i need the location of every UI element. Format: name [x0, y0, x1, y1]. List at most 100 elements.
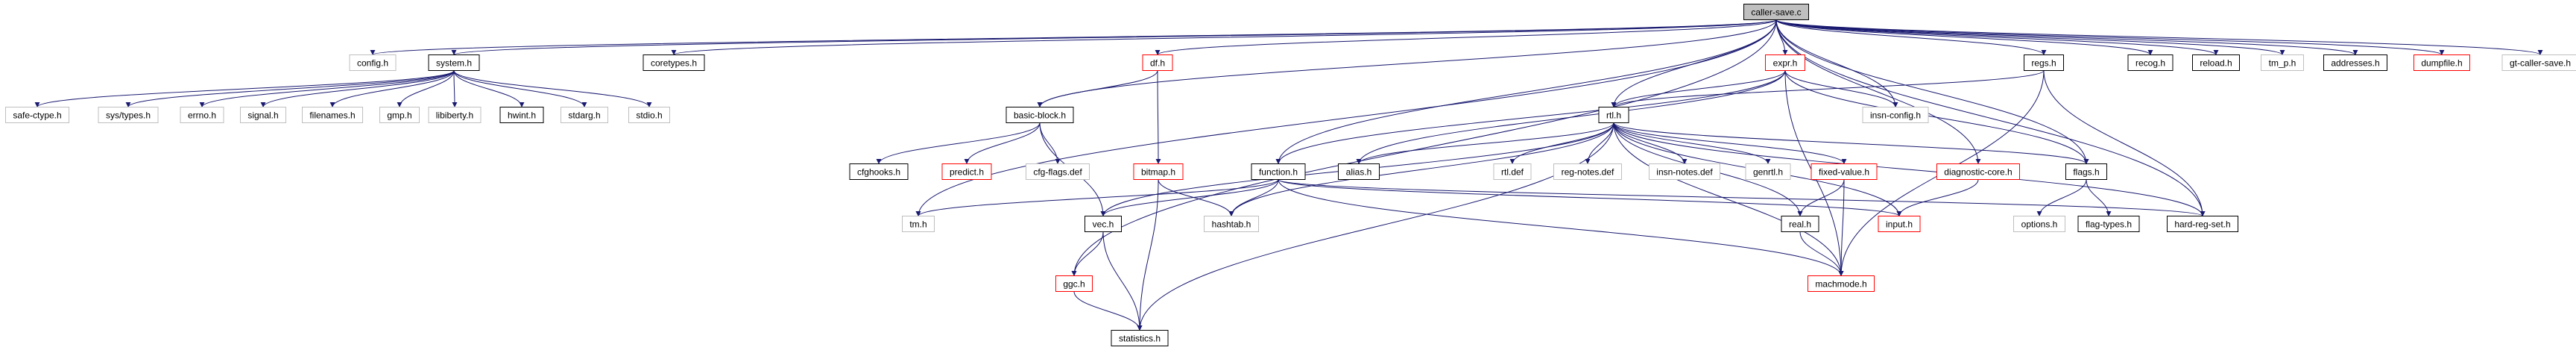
node-libiberty-box: [428, 107, 482, 123]
edge-real-to-machmode: [1799, 231, 1844, 276]
node-predict-label: predict.h: [950, 167, 984, 178]
node-diagnostic-core[interactable]: diagnostic-core.h: [1936, 163, 2020, 180]
node-function[interactable]: function.h: [1251, 163, 1306, 180]
node-addresses-box: [2323, 54, 2387, 71]
node-libiberty-label: libiberty.h: [436, 110, 473, 121]
node-flags[interactable]: flags.h: [2065, 163, 2107, 180]
node-gt-caller-save[interactable]: gt-caller-save.h: [2501, 54, 2576, 71]
node-ggc[interactable]: ggc.h: [1055, 275, 1093, 292]
node-gmp[interactable]: gmp.h: [379, 107, 420, 123]
node-errno[interactable]: errno.h: [180, 107, 224, 123]
node-flag-types[interactable]: flag-types.h: [2077, 216, 2140, 232]
node-signal[interactable]: signal.h: [240, 107, 286, 123]
node-expr[interactable]: expr.h: [1765, 54, 1805, 71]
node-insn-config-label: insn-config.h: [1870, 110, 1921, 121]
dependency-edge: [1071, 19, 1777, 276]
node-config[interactable]: config.h: [349, 54, 397, 71]
node-cfg-flags[interactable]: cfg-flags.def: [1026, 163, 1090, 180]
edge-caller-save-to-dumpfile: [1775, 19, 2445, 55]
node-tm_p[interactable]: tm_p.h: [2261, 54, 2304, 71]
dependency-edge: [260, 70, 455, 107]
node-coretypes[interactable]: coretypes.h: [643, 54, 705, 71]
node-fixed-value[interactable]: fixed-value.h: [1811, 163, 1878, 180]
node-cfghooks-label: cfghooks.h: [857, 167, 900, 178]
node-df[interactable]: df.h: [1142, 54, 1173, 71]
edge-caller-save-to-regs: [1775, 19, 2047, 55]
dependency-edge: [1275, 70, 1786, 164]
node-addresses[interactable]: addresses.h: [2323, 54, 2387, 71]
dependency-edge: [2043, 70, 2206, 216]
node-insn-notes[interactable]: insn-notes.def: [1649, 163, 1720, 180]
node-hwint[interactable]: hwint.h: [499, 107, 544, 123]
node-tm[interactable]: tm.h: [902, 216, 935, 232]
dependency-edge: [876, 122, 1041, 164]
edge-flags-to-flag-types: [2086, 179, 2112, 216]
node-real-label: real.h: [1789, 219, 1811, 230]
node-fixed-value-box: [1811, 163, 1878, 180]
node-bitmap[interactable]: bitmap.h: [1133, 163, 1184, 180]
edge-system-to-stdarg: [453, 70, 587, 107]
node-tm-box: [902, 216, 935, 232]
edge-system-to-errno: [199, 70, 455, 107]
node-hard-reg-set-label: hard-reg-set.h: [2174, 219, 2230, 230]
node-filenames[interactable]: filenames.h: [302, 107, 363, 123]
node-dumpfile[interactable]: dumpfile.h: [2414, 54, 2470, 71]
node-reg-notes[interactable]: reg-notes.def: [1553, 163, 1622, 180]
node-recog-label: recog.h: [2135, 58, 2165, 69]
edge-regs-to-rtl: [1611, 70, 2045, 107]
edge-rtl-to-alias: [1356, 122, 1614, 164]
node-reload[interactable]: reload.h: [2192, 54, 2240, 71]
node-safe-ctype[interactable]: safe-ctype.h: [5, 107, 69, 123]
node-libiberty[interactable]: libiberty.h: [428, 107, 482, 123]
node-real[interactable]: real.h: [1781, 216, 1819, 232]
node-sys-types[interactable]: sys/types.h: [98, 107, 159, 123]
node-machmode[interactable]: machmode.h: [1808, 275, 1875, 292]
edge-expr-to-flags: [1784, 70, 2089, 164]
dependency-edge: [125, 70, 455, 107]
node-rtl[interactable]: rtl.h: [1598, 107, 1629, 123]
edge-function-to-hashtab: [1228, 179, 1279, 216]
node-rtl-def[interactable]: rtl.def: [1493, 163, 1532, 180]
node-gmp-box: [379, 107, 420, 123]
dependency-edge: [1611, 70, 1786, 107]
dependency-edge: [1356, 70, 1786, 164]
node-insn-config-box: [1862, 107, 1929, 123]
node-stdarg[interactable]: stdarg.h: [561, 107, 608, 123]
node-coretypes-box: [643, 54, 705, 71]
node-stdio[interactable]: stdio.h: [628, 107, 670, 123]
edge-function-to-input: [1278, 179, 1902, 216]
node-genrtl[interactable]: genrtl.h: [1745, 163, 1791, 180]
node-hashtab-box: [1204, 216, 1259, 232]
node-predict[interactable]: predict.h: [941, 163, 992, 180]
node-alias-label: alias.h: [1346, 167, 1372, 178]
node-basic-block[interactable]: basic-block.h: [1006, 107, 1074, 123]
node-addresses-label: addresses.h: [2331, 58, 2379, 69]
node-cfghooks[interactable]: cfghooks.h: [849, 163, 909, 180]
node-coretypes-label: coretypes.h: [651, 58, 697, 69]
node-diagnostic-core-box: [1936, 163, 2020, 180]
node-hwint-label: hwint.h: [508, 110, 536, 121]
node-recog-box: [2127, 54, 2174, 71]
node-hard-reg-set-box: [2167, 216, 2238, 232]
node-options[interactable]: options.h: [2013, 216, 2065, 232]
node-recog[interactable]: recog.h: [2127, 54, 2174, 71]
edge-system-to-safe-ctype: [34, 70, 455, 107]
dependency-edge: [1613, 122, 1844, 276]
node-regs[interactable]: regs.h: [2024, 54, 2064, 71]
node-system[interactable]: system.h: [428, 54, 480, 71]
node-alias[interactable]: alias.h: [1338, 163, 1380, 180]
node-bitmap-box: [1133, 163, 1184, 180]
edge-vec-to-statistics: [1102, 231, 1143, 331]
node-hashtab[interactable]: hashtab.h: [1204, 216, 1259, 232]
node-input[interactable]: input.h: [1878, 216, 1921, 232]
node-hard-reg-set[interactable]: hard-reg-set.h: [2167, 216, 2238, 232]
dependency-edge: [1775, 19, 2047, 55]
node-filenames-label: filenames.h: [309, 110, 355, 121]
node-insn-config[interactable]: insn-config.h: [1862, 107, 1929, 123]
edge-rtl-to-genrtl: [1613, 122, 1771, 164]
node-vec[interactable]: vec.h: [1085, 216, 1122, 232]
node-statistics[interactable]: statistics.h: [1111, 330, 1169, 346]
node-regs-box: [2024, 54, 2064, 71]
node-errno-box: [180, 107, 224, 123]
node-reg-notes-label: reg-notes.def: [1562, 167, 1614, 178]
